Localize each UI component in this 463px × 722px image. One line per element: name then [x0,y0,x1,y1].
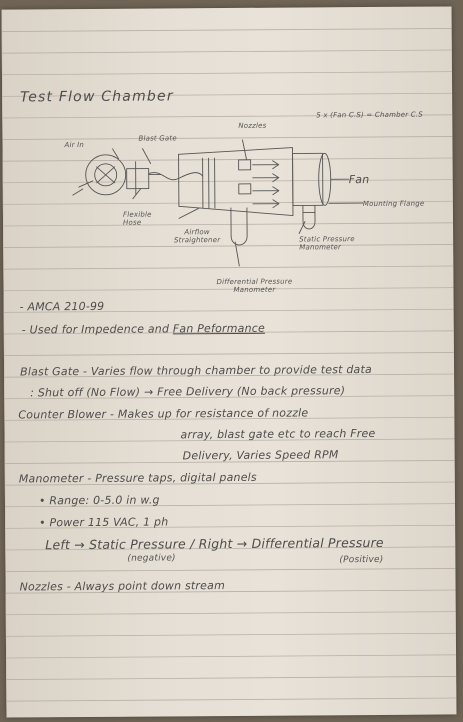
chamber-body-sketch [178,139,294,216]
label-static-pressure-manometer: Static Pressure Manometer [299,235,355,252]
rule-line [3,265,454,270]
rule-line [4,438,455,443]
note-negative: (negative) [127,553,176,564]
ruled-lines [1,9,457,718]
note-used-for-text: - Used for Impedence and [21,322,170,337]
rule-line [5,568,456,572]
note-nozzles: Nozzles - Always point down stream [19,579,226,594]
rule-line [5,546,456,551]
flow-chamber-diagram [72,139,364,267]
rule-line [2,179,453,184]
note-manometer: Manometer - Pressure taps, digital panel… [18,470,257,486]
rule-line [6,676,457,680]
note-counter-blower-3: Delivery, Varies Speed RPM [182,448,339,463]
label-air-in: Air In [64,141,85,150]
label-airflow-straightener: Airflow Straightener [173,228,221,245]
label-mounting-flange: Mounting Flange [362,199,425,209]
rule-line [1,49,452,54]
rule-line [1,71,452,76]
note-blast-gate-1: Blast Gate - Varies flow through chamber… [20,363,372,379]
rule-line [2,157,453,162]
rule-line [3,222,454,227]
rule-line [4,373,455,378]
rule-line [5,503,455,508]
label-differential-pressure-manometer: Differential Pressure Manometer [216,277,293,294]
note-amca: - AMCA 210-99 [19,299,105,314]
rule-line [6,697,457,702]
note-counter-blower-1: Counter Blower - Makes up for resistance… [18,406,309,422]
note-left-right: Left → Static Pressure / Right → Differe… [45,534,384,553]
note-blast-gate-2: : Shut off (No Flow) → Free Delivery (No… [30,384,346,400]
label-nozzles: Nozzles [238,121,267,130]
fan-sketch [292,152,364,207]
rule-line [2,92,453,97]
rule-line [5,611,456,616]
note-used-for: - Used for Impedence and Fan Peformance [22,322,265,337]
label-fan: Fan [348,173,370,187]
static-manometer-sketch [302,204,316,230]
rule-line [3,330,454,335]
differential-manometer-sketch [230,207,248,246]
notebook-page: Test Flow Chamber [1,6,457,718]
rule-line [1,28,452,32]
note-manometer-range: • Range: 0-5.0 in w.g [38,493,160,508]
rule-line [4,395,455,400]
rule-line [3,244,454,248]
rule-line [2,136,453,140]
blast-gate-sketch [126,148,162,196]
label-blast-gate: Blast Gate [138,134,177,143]
rule-line [4,416,455,421]
note-counter-blower-2: array, blast gate etc to reach Free [180,426,376,442]
rule-line [6,654,457,659]
rule-line [5,632,456,637]
label-flexible-hose: Flexible Hose [122,210,152,227]
rule-line [3,308,454,313]
note-used-for-emphasis: Fan Peformance [172,321,265,336]
note-manometer-power: • Power 115 VAC, 1 ph [39,515,169,530]
flexible-hose-sketch [148,172,204,181]
rule-line [3,352,454,356]
rule-line [2,114,453,119]
label-formula: 5 x (Fan C.S) = Chamber C.S [316,110,423,120]
rule-line [5,589,456,594]
rule-line [5,524,456,529]
air-inlet-sketch [72,148,127,196]
rule-line [2,200,453,205]
rule-line [3,287,454,292]
rule-line [4,481,455,486]
note-positive: (Positive) [339,554,384,566]
rule-line [4,460,455,464]
